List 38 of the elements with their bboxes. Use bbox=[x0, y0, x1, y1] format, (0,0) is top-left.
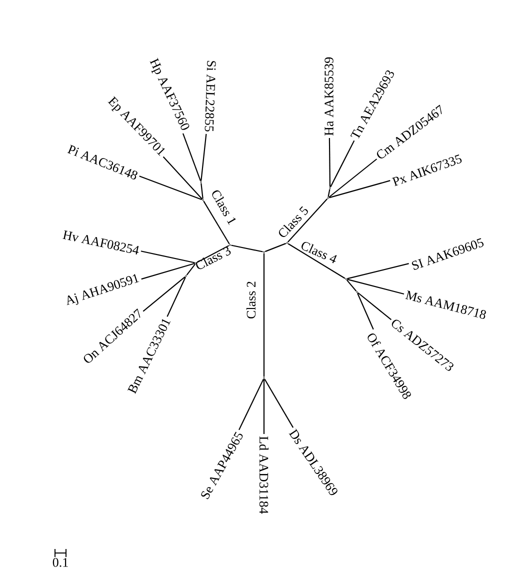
branch-line bbox=[328, 158, 378, 198]
clade-label: Class 2 bbox=[246, 282, 256, 318]
branch-line bbox=[358, 292, 392, 320]
leaf-label: Hv AAF08254 bbox=[62, 230, 139, 254]
leaf-label: Ld AAD31184 bbox=[259, 436, 269, 514]
branch-line bbox=[200, 134, 207, 181]
branch-line bbox=[346, 280, 357, 292]
branch-line bbox=[356, 292, 374, 330]
branch-line bbox=[330, 140, 355, 188]
branch-line bbox=[231, 244, 263, 252]
branch-line bbox=[196, 245, 230, 263]
branch-line bbox=[182, 133, 202, 182]
branch-line bbox=[287, 198, 328, 242]
branch-line bbox=[141, 262, 195, 280]
branch-line bbox=[328, 138, 331, 187]
branch-line bbox=[263, 379, 265, 434]
branch-line bbox=[139, 176, 202, 200]
branch-line bbox=[264, 378, 294, 428]
leaf-label: Ha AAK85539 bbox=[324, 57, 334, 136]
clade-label: Class 4 bbox=[302, 242, 337, 264]
clade-label: Class 5 bbox=[278, 206, 308, 237]
leaf-label: Si AEL22855 bbox=[204, 60, 216, 132]
branch-line bbox=[162, 156, 203, 200]
branch-line bbox=[140, 250, 195, 264]
branch-line bbox=[347, 278, 404, 295]
branch-line bbox=[328, 189, 330, 197]
branch-line bbox=[166, 276, 186, 317]
branch-line bbox=[329, 180, 390, 198]
branch-line bbox=[186, 264, 196, 276]
branch-line bbox=[263, 253, 265, 377]
branch-line bbox=[288, 243, 346, 279]
branch-line bbox=[347, 263, 409, 280]
scale-label: 0.1 bbox=[52, 558, 68, 567]
branch-line bbox=[142, 276, 186, 312]
branch-line bbox=[264, 242, 286, 252]
branch-line bbox=[200, 183, 204, 199]
branch-line bbox=[203, 200, 230, 244]
branch-line bbox=[238, 378, 264, 430]
